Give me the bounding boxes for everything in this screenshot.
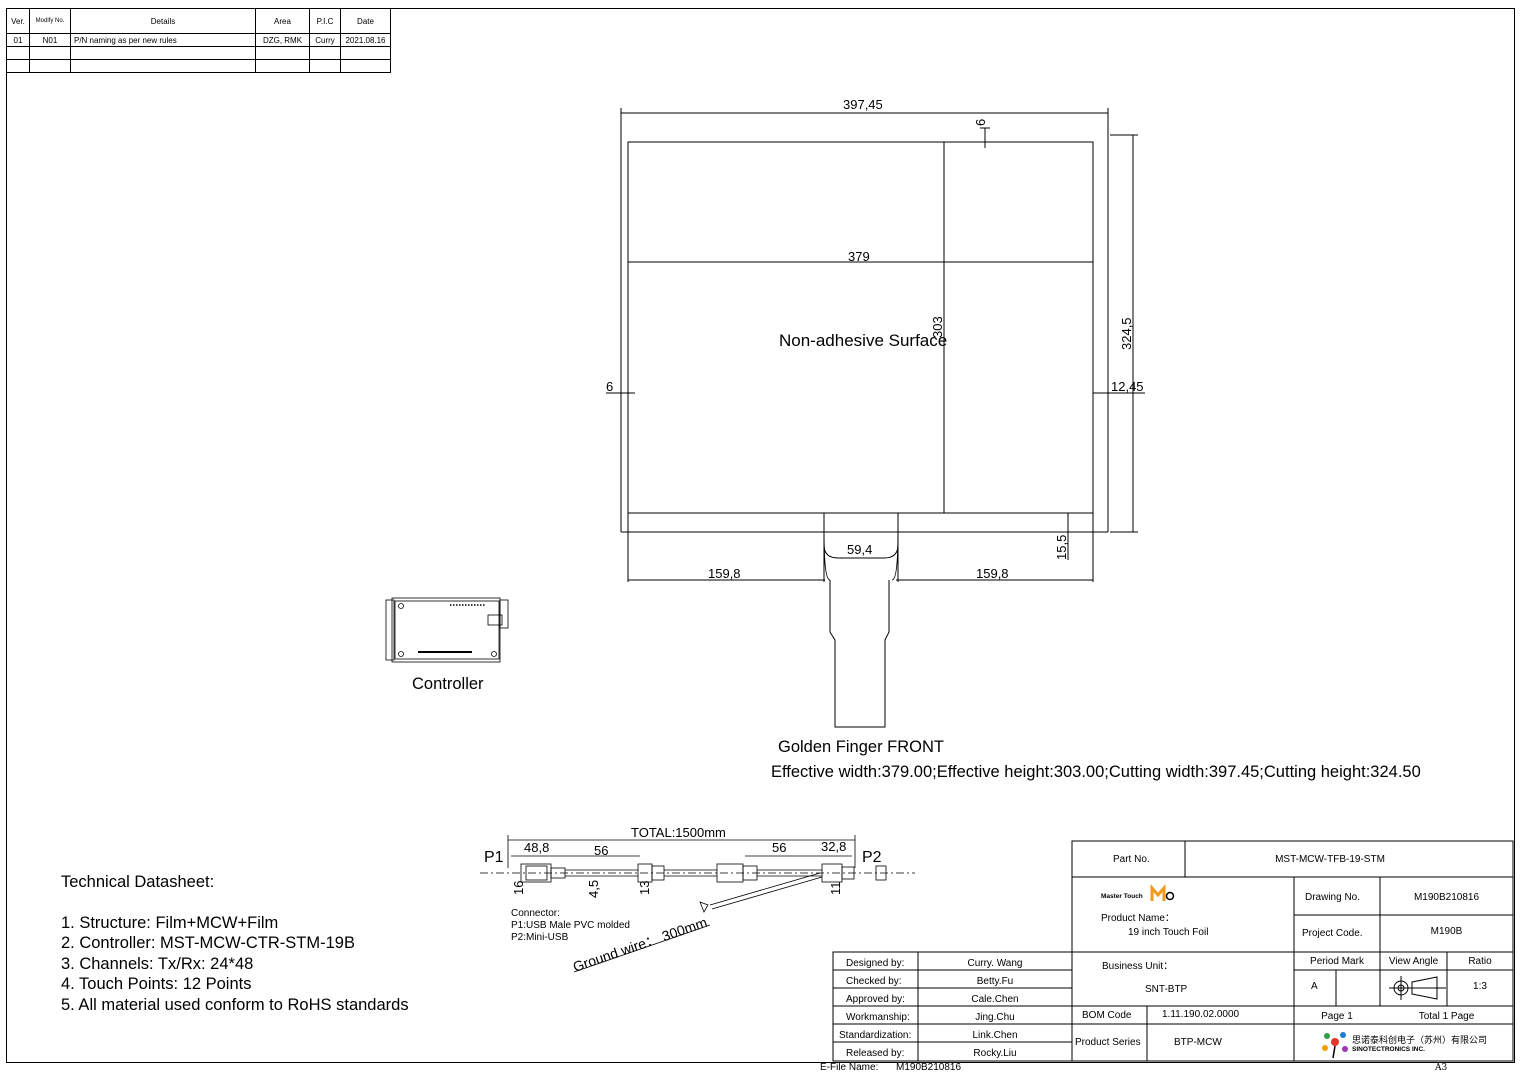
dim-cut-width: 397,45 — [843, 97, 883, 112]
part-no-value: MST-MCW-TFB-19-STM — [1275, 854, 1385, 865]
cable-total: TOTAL:1500mm — [631, 825, 726, 840]
cable-p1: P1 — [484, 849, 504, 866]
view-angle-label: View Angle — [1388, 956, 1439, 967]
signoff-role: Designed by: — [846, 958, 905, 969]
dim-right-margin: 12,45 — [1111, 379, 1144, 394]
signoff-role: Checked by: — [846, 976, 902, 987]
company-name-en: SINOTECTRONICS INC. — [1352, 1046, 1425, 1053]
signoff-name: Betty.Fu — [976, 976, 1014, 987]
cable-drawing — [480, 835, 915, 973]
dim-left-margin: 6 — [606, 379, 613, 394]
cable-h2: 4,5 — [586, 880, 601, 898]
note-item: 1. Structure: Film+MCW+Film — [61, 913, 279, 932]
revision-row-empty — [6, 59, 391, 73]
company-name-cn: 思诺泰科创电子（苏州）有限公司 — [1352, 1036, 1488, 1046]
signoff-name: Jing.Chu — [975, 1012, 1015, 1023]
dim-bottom-right: 159,8 — [976, 566, 1009, 581]
cable-d1: 48,8 — [524, 840, 549, 855]
page-number: Page 1 — [1321, 1011, 1353, 1022]
ratio-label: Ratio — [1468, 956, 1492, 967]
signoff-name: Curry. Wang — [967, 958, 1023, 969]
connector-p1: P1:USB Male PVC molded — [511, 920, 630, 931]
dim-cut-height: 324,5 — [1119, 317, 1134, 350]
total-pages: Total 1 Page — [1418, 1011, 1475, 1022]
note-item: 5. All material used conform to RoHS sta… — [61, 995, 409, 1014]
signoff-role: Released by: — [846, 1048, 905, 1059]
view-angle-symbol — [1389, 976, 1446, 1000]
period-mark-value: A — [1311, 981, 1318, 992]
bom-code-value: 1.11.190.02.0000 — [1162, 1009, 1240, 1020]
sheet-size: A3 — [1435, 1063, 1448, 1073]
cable-d2: 56 — [594, 843, 608, 858]
drawing-frame — [6, 8, 1515, 1063]
header-pic: P.I.C — [309, 8, 341, 34]
golden-finger-label: Golden Finger FRONT — [778, 738, 944, 756]
bom-code-label: BOM Code — [1082, 1010, 1132, 1021]
master-touch-logo: Master Touch — [1101, 883, 1175, 901]
product-series-value: BTP-MCW — [1174, 1037, 1222, 1048]
project-code-label: Project Code. — [1302, 928, 1363, 939]
dim-eff-width: 379 — [848, 249, 870, 264]
project-code-value: M190B — [1430, 926, 1463, 937]
revision-header-row: Ver. Modify No. Details Area P.I.C Date — [6, 8, 391, 34]
signoff-name: Link.Chen — [972, 1030, 1018, 1041]
header-date: Date — [340, 8, 391, 34]
product-name-label: Product Name： — [1101, 913, 1175, 924]
controller-label: Controller — [412, 675, 484, 693]
product-series-label: Product Series — [1075, 1037, 1141, 1048]
signoff-role: Approved by: — [846, 994, 905, 1005]
ratio-value: 1:3 — [1473, 981, 1487, 992]
title-block-grid — [832, 840, 1514, 1062]
connector-title: Connector: — [511, 908, 560, 919]
cable-h3: 13 — [637, 881, 652, 895]
dim-bottom-strip: 15,5 — [1054, 535, 1069, 560]
signoff-name: Cale.Chen — [971, 994, 1019, 1005]
product-name-value: 19 inch Touch Foil — [1128, 927, 1209, 938]
cable-d4: 32,8 — [821, 839, 846, 854]
note-item: 2. Controller: MST-MCW-CTR-STM-19B — [61, 934, 355, 953]
note-item: 4. Touch Points: 12 Points — [61, 975, 252, 994]
period-mark-label: Period Mark — [1310, 956, 1364, 967]
notes-title: Technical Datasheet: — [61, 873, 215, 891]
drawing-no-value: M190B210816 — [1413, 892, 1480, 903]
header-modify-no: Modify No. — [29, 8, 71, 34]
controller-pcb-image — [385, 597, 509, 663]
efile-value: M190B210816 — [896, 1062, 962, 1073]
dim-eff-height: 303 — [930, 316, 945, 338]
effective-summary: Effective width:379.00;Effective height:… — [771, 763, 1421, 781]
signoff-names: Curry. Wang Betty.Fu Cale.Chen Jing.Chu … — [918, 955, 1072, 1063]
dim-top-margin: 6 — [973, 119, 988, 126]
cable-h4: 11 — [828, 882, 843, 896]
brand-text: Master Touch — [1101, 893, 1143, 900]
business-unit-label: Business Unit： — [1102, 961, 1174, 972]
drawing-no-label: Drawing No. — [1305, 892, 1361, 903]
efile-label: E-File Name: — [820, 1062, 879, 1073]
dim-tail-width: 59,4 — [847, 542, 872, 557]
business-unit-value: SNT-BTP — [1145, 984, 1188, 995]
cable-d3: 56 — [772, 840, 786, 855]
cable-h1: 16 — [511, 881, 526, 895]
signoff-roles: Designed by: Checked by: Approved by: Wo… — [839, 955, 911, 1063]
revision-table: Ver. Modify No. Details Area P.I.C Date … — [6, 8, 391, 73]
part-no-label: Part No. — [1113, 854, 1150, 865]
connector-p2: P2:Mini-USB — [511, 932, 569, 943]
cable-p2: P2 — [862, 849, 882, 866]
dim-bottom-left: 159,8 — [708, 566, 741, 581]
sinotectronics-logo — [1322, 1032, 1348, 1059]
technical-notes: Technical Datasheet: 1. Structure: Film+… — [61, 872, 409, 1016]
note-item: 3. Channels: Tx/Rx: 24*48 — [61, 954, 254, 973]
signoff-role: Standardization: — [839, 1030, 912, 1041]
signoff-name: Rocky.Liu — [973, 1048, 1017, 1059]
signoff-role: Workmanship: — [846, 1012, 910, 1023]
surface-label: Non-adhesive Surface — [779, 331, 947, 350]
